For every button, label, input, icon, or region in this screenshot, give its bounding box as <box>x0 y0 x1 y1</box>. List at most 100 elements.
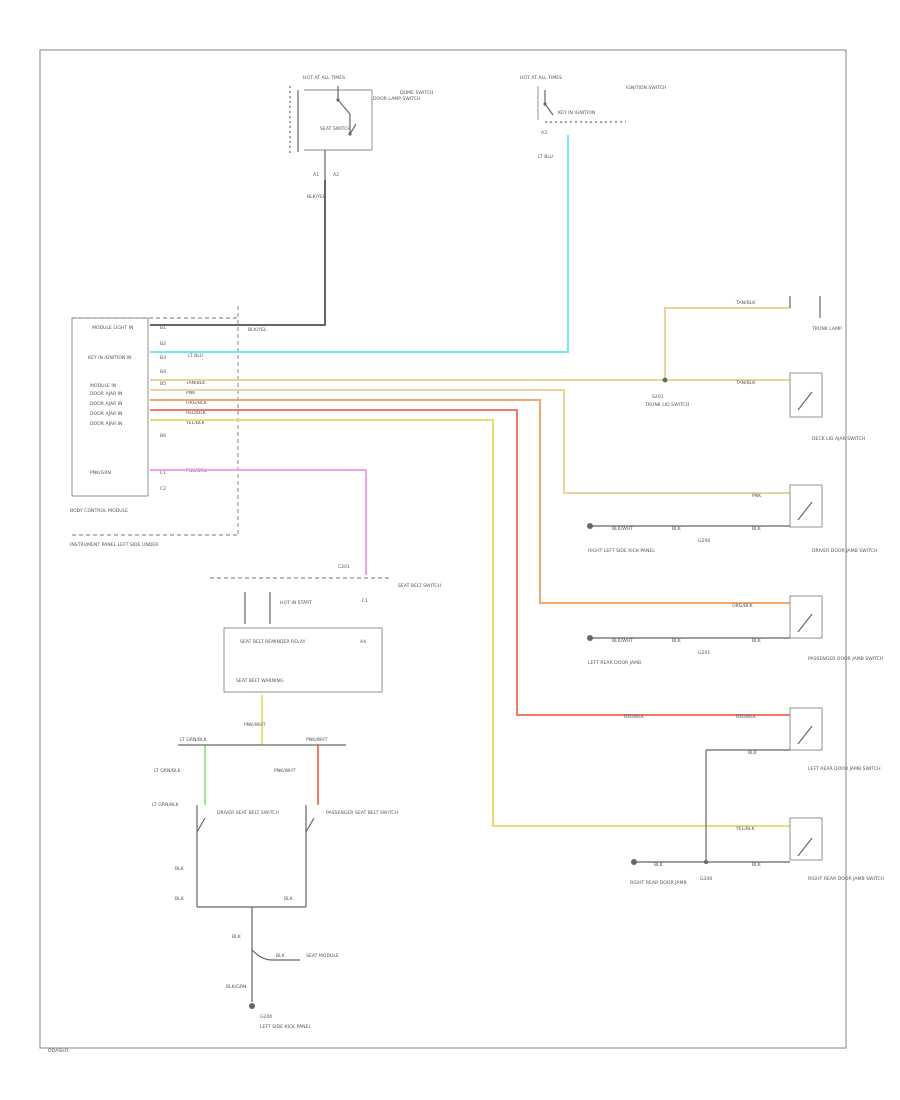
bcm-input-label: DOOR AJAR IN <box>90 421 122 427</box>
wire-label: BLK <box>752 638 762 644</box>
wire-pnk-grn <box>150 469 367 575</box>
wire-label: ORG/BLK <box>186 400 208 406</box>
wire-label-blk-yel: BLK/YEL <box>307 194 326 200</box>
pin-label: B5 <box>160 381 166 387</box>
diagram-id-label: ODASHO <box>48 1048 69 1054</box>
wire-label: YEL/BLK <box>735 826 756 832</box>
wire-label: YEL/BLK <box>185 420 206 426</box>
wire-red-blk <box>150 409 790 716</box>
splice-dot <box>662 377 668 383</box>
left-rear-door-jamb-label: LEFT REAR DOOR JAMB SWITCH <box>808 766 881 772</box>
wire-label: LT GRN/BLK <box>154 768 182 774</box>
wire-label: BLK/YEL <box>248 327 267 333</box>
wire-label: BLK <box>284 896 294 902</box>
wire-label: BLK <box>672 638 682 644</box>
pin-label: A3 <box>541 130 547 136</box>
ground-symbol <box>249 1003 255 1009</box>
key-in-ignition-label: KEY IN IGNITION <box>558 110 595 116</box>
wire-label: TAN/BLK <box>735 380 756 386</box>
door-lamp-switch-label: DOOR LAMP SWITCH <box>373 96 420 102</box>
wire-pnk <box>150 389 790 494</box>
pin-label: C1 <box>160 470 166 476</box>
wire-tan-blk <box>150 307 790 381</box>
bcm-input-label: DOOR AJAR IN <box>90 411 122 417</box>
decklid-switch-label: DECK LID AJAR SWITCH <box>812 436 865 442</box>
wire-label: BLK <box>752 526 762 532</box>
wire-label: BLK <box>672 526 682 532</box>
hot-at-all-times-label: HOT AT ALL TIMES <box>303 75 345 81</box>
wire-blk-yel <box>150 180 326 326</box>
driver-door-jamb-label: DRIVER DOOR JAMB SWITCH <box>812 548 877 554</box>
ground-location-label: LEFT SIDE KICK PANEL <box>260 1024 311 1030</box>
pin-label: B1 <box>160 325 166 331</box>
wire-label: BLK <box>748 750 758 756</box>
bcm-input-label: DOOR AJAR IN <box>90 391 122 397</box>
wire-lt-blu <box>150 135 569 353</box>
seat-module-label: SEAT MODULE <box>306 953 339 959</box>
wire-label: BLK <box>752 862 762 868</box>
pin-label: A4 <box>360 639 366 645</box>
bcm-input-label: KEY IN IGNITION IN <box>88 355 132 361</box>
wire-label: BLK/WHT <box>612 526 633 532</box>
ground-location-label: LEFT REAR DOOR JAMB <box>588 660 641 666</box>
pin-label: B4 <box>160 369 166 375</box>
connector-label: C201 <box>338 564 350 570</box>
splice-label: S201 <box>652 394 664 400</box>
pin-label: A2 <box>333 172 339 178</box>
ignition-switch-label: IGNITION SWITCH <box>626 85 666 91</box>
wire-label: BLK <box>276 953 286 959</box>
wire-label: TAN/BLK <box>185 380 206 386</box>
pin-label: B3 <box>160 355 166 361</box>
ground-label: G200 <box>260 1014 272 1020</box>
wire-org-blk <box>150 399 790 604</box>
dome-switch-label: DOME SWITCH <box>400 90 434 96</box>
wire-label-lt-blu: LT BLU <box>538 154 553 160</box>
wire-label: RED/BLK <box>186 410 207 416</box>
door-lamp-switch: HOT AT ALL TIMES DOOR LAMP SWITCH DOME S… <box>289 75 434 200</box>
wire-yel-blk <box>150 419 790 827</box>
bcm-input-label: DOOR AJAR IN <box>90 401 122 407</box>
ground-location-label: RIGHT REAR DOOR JAMB <box>630 880 687 886</box>
passenger-door-jamb-label: PASSENGER DOOR JAMB SWITCH <box>808 656 883 662</box>
ground-location-label: RIGHT LEFT SIDE KICK PANEL <box>588 548 655 554</box>
wire-label: ORG/BLK <box>732 603 754 609</box>
passenger-seat-belt-label: PASSENGER SEAT BELT SWITCH <box>326 810 398 816</box>
wire-label: BLK <box>654 862 664 868</box>
pin-label: C2 <box>160 486 166 492</box>
wire-harness <box>150 135 790 827</box>
bcm-input-label: PNK/GRN <box>90 470 111 476</box>
ground-label: G300 <box>700 876 712 882</box>
driver-seat-belt-label: DRIVER SEAT BELT SWITCH <box>217 810 279 816</box>
wire-label: BLK/GRN <box>226 984 246 990</box>
right-side-switches: TRUNK LAMP TAN/BLK TAN/BLK S201 TRUNK LI… <box>587 296 884 886</box>
seat-belt-warning-label: SEAT BELT WARNING <box>236 678 284 684</box>
diagram-frame <box>39 49 847 1049</box>
bcm-input-label: MODULE LIGHT IN <box>92 325 133 331</box>
seat-belt-switch-label: SEAT BELT SWITCH <box>398 583 441 589</box>
wire-label: BLK <box>175 896 185 902</box>
bcm-location-label: INSTRUMENT PANEL LEFT SIDE UNDER <box>70 542 159 548</box>
trunk-lamp-label: TRUNK LAMP <box>811 326 842 332</box>
wire-label: LT GRN/BLK <box>180 737 208 743</box>
pin-label: A1 <box>313 172 319 178</box>
wire-label: PNK/WHT <box>274 768 296 774</box>
ignition-switch: HOT AT ALL TIMES IGNITION SWITCH KEY IN … <box>520 75 666 160</box>
seat-belt-reminder-label: SEAT BELT REMINDER RELAY <box>240 639 306 645</box>
wire-label: PNK <box>752 493 762 499</box>
seat-switch-label: SEAT SWITCH <box>320 126 351 132</box>
wire-label: BLK <box>175 866 185 872</box>
wire-label: RED/BLK <box>736 714 757 720</box>
wire-label: TAN/BLK <box>735 300 756 306</box>
bcm-name-label: BODY CONTROL MODULE <box>70 508 128 514</box>
body-control-module: MODULE LIGHT IN KEY IN IGNITION IN MODUL… <box>70 306 267 548</box>
wire-label: LT GRN/BLK <box>152 802 180 808</box>
bcm-input-label: MODULE IN <box>90 383 116 389</box>
wire-label: RED/BLK <box>624 714 645 720</box>
wire-label: PNK/WHT <box>306 737 328 743</box>
wire-label: PNK <box>186 390 196 396</box>
wire-label: PNK/WHT <box>244 722 266 728</box>
pin-label: B6 <box>160 433 166 439</box>
hot-in-start-label: HOT IN START <box>280 600 312 606</box>
wire-label: BLK/WHT <box>612 638 633 644</box>
